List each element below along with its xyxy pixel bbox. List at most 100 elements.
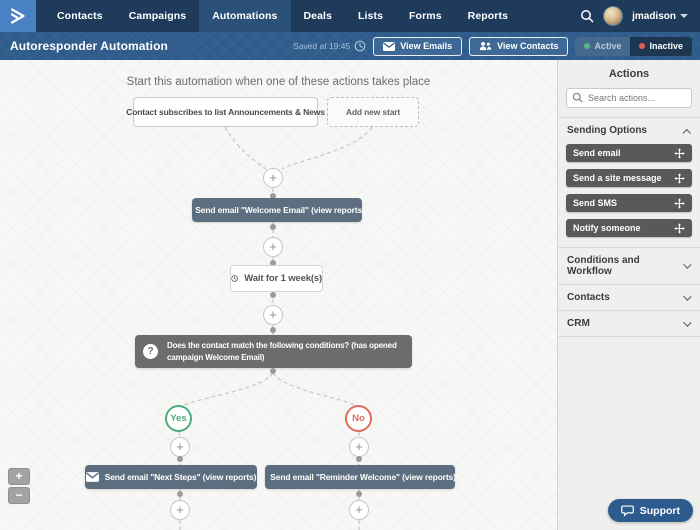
action-item-notify-someone[interactable]: Notify someone — [566, 219, 692, 237]
branch-yes-badge: Yes — [165, 405, 192, 432]
user-menu[interactable]: jmadison — [632, 11, 688, 22]
question-icon: ? — [143, 344, 158, 359]
saved-text: Saved at 19:45 — [293, 41, 351, 51]
connector-dot — [270, 368, 276, 374]
section-crm[interactable]: CRM — [558, 310, 700, 336]
add-action-button[interactable]: + — [349, 437, 369, 457]
inactive-status-dot — [639, 43, 646, 49]
add-action-button[interactable]: + — [263, 237, 283, 257]
add-new-start-button[interactable]: Add new start — [327, 97, 419, 127]
contacts-icon — [479, 41, 492, 51]
active-inactive-toggle: Active Inactive — [575, 36, 692, 56]
section-sending-options[interactable]: Sending Options — [558, 117, 700, 143]
action-item-send-sms[interactable]: Send SMS — [566, 194, 692, 212]
email-node-reminder[interactable]: Send email "Reminder Welcome" (view repo… — [265, 465, 456, 489]
activecampaign-logo[interactable] — [0, 0, 36, 32]
automation-canvas: Start this automation when one of these … — [0, 60, 557, 530]
add-action-button[interactable]: + — [263, 305, 283, 325]
nav-item-reports[interactable]: Reports — [467, 10, 509, 22]
drag-move-icon — [674, 172, 685, 184]
flow-connectors — [178, 126, 373, 530]
view-contacts-label: View Contacts — [497, 41, 559, 51]
view-contacts-button[interactable]: View Contacts — [469, 36, 569, 56]
clock-icon — [231, 275, 238, 282]
actions-sidebar: Actions Sending Options Send email Send … — [557, 60, 700, 530]
section-label: Conditions and Workflow — [567, 255, 640, 277]
email-node-reminder-label: Send email "Reminder Welcome" (view repo… — [270, 472, 456, 482]
action-item-send-site-message[interactable]: Send a site message — [566, 169, 692, 187]
envelope-icon — [85, 472, 99, 482]
search-actions-input[interactable] — [566, 88, 692, 108]
chevron-down-icon — [680, 14, 688, 18]
nav-item-campaigns[interactable]: Campaigns — [128, 10, 187, 22]
chevron-down-icon — [683, 260, 692, 269]
branch-yes-label: Yes — [170, 413, 187, 424]
chevron-down-icon — [683, 291, 692, 301]
connector-dot — [177, 491, 183, 497]
active-status-dot — [584, 43, 591, 49]
add-action-button[interactable]: + — [170, 437, 190, 457]
section-label: Contacts — [567, 292, 610, 303]
page-title: Autoresponder Automation — [10, 39, 168, 53]
section-conditions-workflow[interactable]: Conditions and Workflow — [558, 247, 700, 284]
section-contacts[interactable]: Contacts — [558, 284, 700, 310]
connector-dot — [270, 292, 276, 298]
view-emails-button[interactable]: View Emails — [373, 36, 463, 56]
support-button[interactable]: Support — [607, 499, 693, 522]
section-label: CRM — [567, 318, 590, 329]
toggle-inactive-option[interactable]: Inactive — [630, 36, 692, 56]
connector-dot — [177, 456, 183, 462]
header-actions: Saved at 19:45 View Emails View Contacts — [293, 36, 692, 56]
toggle-active-option[interactable]: Active — [575, 36, 631, 56]
user-avatar[interactable] — [603, 6, 624, 26]
user-name-label: jmadison — [632, 10, 676, 22]
nav-item-lists[interactable]: Lists — [358, 10, 384, 22]
nav-item-automations[interactable]: Automations — [199, 0, 291, 32]
sending-options-items: Send email Send a site message Send SMS … — [558, 143, 700, 247]
saved-status: Saved at 19:45 — [293, 40, 366, 52]
connector-dot — [270, 224, 276, 230]
zoom-in-button[interactable]: + — [8, 468, 30, 485]
add-action-button[interactable]: + — [349, 500, 369, 520]
drag-move-icon — [674, 147, 685, 159]
start-trigger-node[interactable]: Contact subscribes to list Announcements… — [126, 97, 325, 127]
canvas-zoom-controls: + − — [8, 468, 30, 504]
view-emails-label: View Emails — [400, 41, 453, 51]
action-item-label: Send email — [573, 148, 621, 158]
inactive-label: Inactive — [649, 41, 683, 51]
email-node-next-steps-label: Send email "Next Steps" (view reports) — [104, 472, 257, 482]
drag-move-icon — [674, 222, 685, 234]
email-node-welcome-label: Send email "Welcome Email" (view reports… — [195, 205, 365, 215]
sidebar-divider — [558, 336, 700, 337]
active-label: Active — [594, 41, 622, 51]
branch-no-label: No — [352, 413, 365, 424]
condition-node[interactable]: ? Does the contact match the following c… — [135, 335, 412, 368]
nav-right-cluster: jmadison — [580, 0, 700, 32]
section-label: Sending Options — [567, 125, 647, 136]
email-node-welcome[interactable]: Send email "Welcome Email" (view reports… — [192, 198, 365, 222]
search-icon[interactable] — [580, 9, 594, 23]
wait-node-label: Wait for 1 week(s) — [244, 273, 322, 284]
nav-item-forms[interactable]: Forms — [409, 10, 442, 22]
add-action-button[interactable]: + — [263, 168, 283, 188]
wait-node[interactable]: Wait for 1 week(s) — [230, 265, 323, 292]
zoom-out-button[interactable]: − — [8, 487, 30, 504]
canvas-heading: Start this automation when one of these … — [126, 76, 431, 88]
sidebar-search — [566, 88, 692, 108]
action-item-label: Notify someone — [573, 223, 641, 233]
clock-history-icon — [354, 40, 366, 52]
drag-move-icon — [674, 197, 685, 209]
logo-arrow-icon — [10, 8, 25, 24]
add-action-button[interactable]: + — [170, 500, 190, 520]
connector-dot — [270, 260, 276, 266]
action-item-label: Send a site message — [573, 173, 662, 183]
email-node-next-steps[interactable]: Send email "Next Steps" (view reports) — [85, 465, 257, 489]
sidebar-title: Actions — [608, 68, 650, 80]
action-item-send-email[interactable]: Send email — [566, 144, 692, 162]
connector-dot — [356, 456, 362, 462]
condition-node-label: Does the contact match the following con… — [167, 341, 397, 362]
branch-no-badge: No — [345, 405, 372, 432]
nav-item-deals[interactable]: Deals — [303, 10, 333, 22]
envelope-icon — [383, 41, 396, 51]
nav-item-contacts[interactable]: Contacts — [57, 10, 103, 22]
